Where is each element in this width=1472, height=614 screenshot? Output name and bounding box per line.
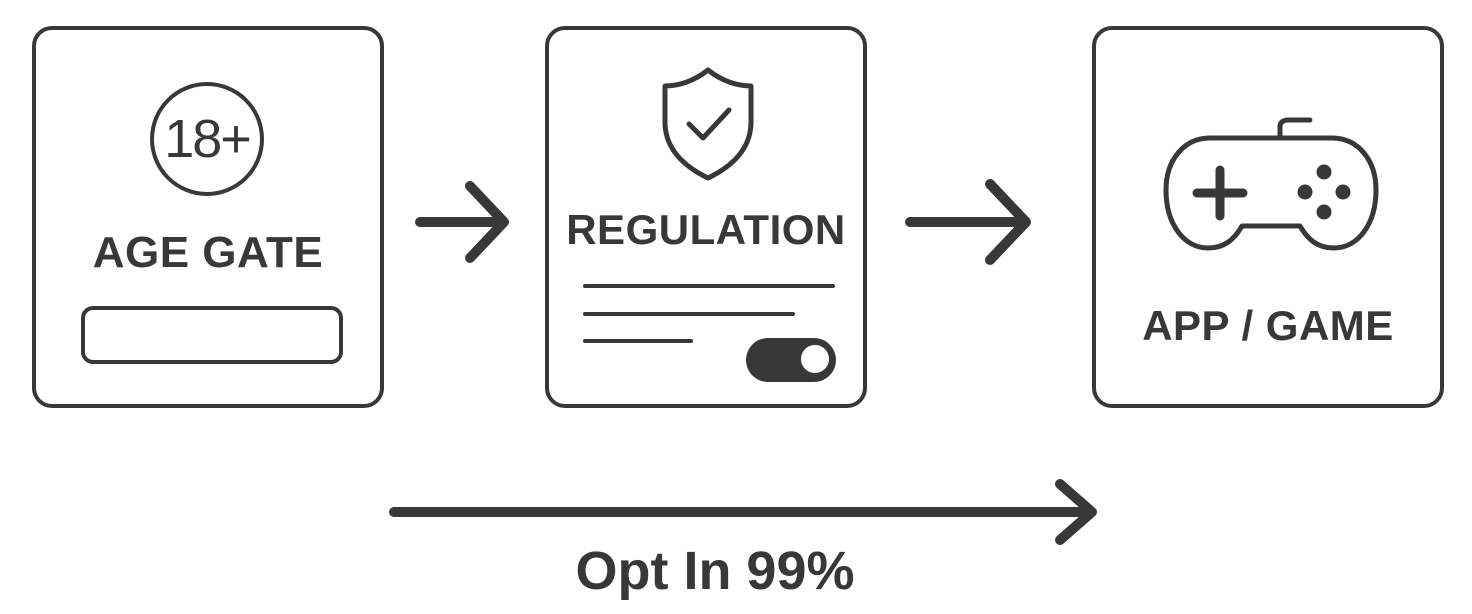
age-badge-text: 18+ [164, 109, 252, 169]
gamepad-icon [1163, 117, 1379, 251]
regulation-title: REGULATION [566, 206, 846, 253]
regulation-card: REGULATION [545, 26, 867, 408]
age-18-plus-badge: 18+ [150, 82, 264, 196]
text-line [583, 339, 693, 343]
text-line [583, 284, 835, 288]
toggle-knob [799, 343, 831, 375]
flow-caption: Opt In 99% [575, 541, 855, 601]
app-game-title: APP / GAME [1142, 302, 1394, 349]
age-gate-title: AGE GATE [92, 228, 324, 277]
long-arrow-right-icon [389, 479, 1097, 545]
age-gate-card: 18+ AGE GATE [32, 26, 384, 408]
arrow-right-icon [905, 179, 1031, 265]
shield-check-icon [662, 67, 754, 181]
arrow-right-icon [415, 181, 509, 263]
app-game-card: APP / GAME [1092, 26, 1444, 408]
age-input-field[interactable] [81, 306, 343, 364]
text-line [583, 312, 795, 316]
consent-toggle[interactable] [746, 338, 836, 382]
